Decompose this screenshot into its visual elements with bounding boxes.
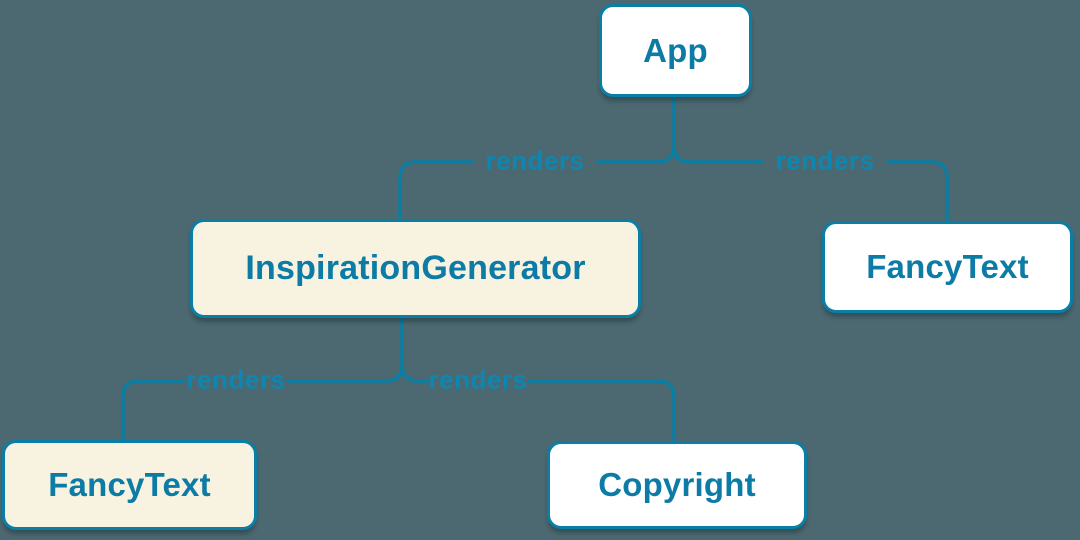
tree-node-inspiration-generator: InspirationGenerator [190, 219, 641, 318]
tree-node-label: FancyText [48, 466, 211, 503]
tree-node-fancy-text-top: FancyText [822, 221, 1073, 313]
edge-segment [398, 160, 474, 221]
edge-label-renders: renders [186, 364, 286, 395]
edge-segment [400, 363, 429, 383]
tree-node-copyright: Copyright [547, 441, 807, 529]
edge-segment [527, 379, 676, 443]
tree-node-label: FancyText [866, 248, 1029, 285]
edge-segment [286, 316, 404, 383]
edge-app-to-fancytext [672, 144, 949, 223]
edge-label-renders: renders [775, 145, 875, 176]
edge-label-renders: renders [485, 145, 585, 176]
tree-node-app: App [599, 4, 752, 97]
edge-segment [121, 379, 186, 442]
edge-segment [596, 95, 676, 164]
tree-node-label: App [643, 31, 708, 69]
tree-node-fancy-text-bottom: FancyText [2, 440, 257, 530]
edge-inspirationgenerator-to-copyright [400, 363, 676, 443]
edge-label-renders: renders [428, 364, 528, 395]
edge-segment [672, 144, 764, 164]
edge-segment [886, 160, 949, 223]
tree-node-label: Copyright [598, 466, 756, 503]
tree-node-label: InspirationGenerator [245, 249, 586, 287]
